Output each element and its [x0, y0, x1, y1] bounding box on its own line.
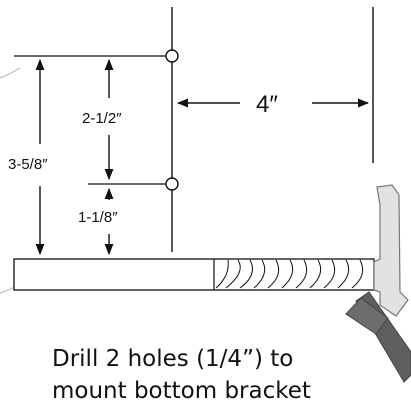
hole-spacing-label: 2-1/2″ — [82, 110, 122, 127]
bottom-offset-label: 1-1/8″ — [78, 209, 118, 226]
caption-line-2: mount bottom bracket — [52, 378, 311, 404]
top-drill-hole — [165, 49, 179, 63]
end-grain-hatching — [215, 259, 364, 289]
horizontal-offset-label: 4″ — [256, 91, 278, 118]
left-break-mark-top — [0, 67, 21, 79]
caption-line-1: Drill 2 holes (1/4”) to — [52, 346, 294, 372]
bottom-drill-hole — [165, 177, 179, 191]
instruction-caption: Drill 2 holes (1/4”) to mount bottom bra… — [52, 343, 392, 407]
clamp-pad — [345, 297, 389, 335]
total-height-label: 3-5/8″ — [8, 156, 48, 173]
mounting-bracket — [373, 184, 409, 317]
